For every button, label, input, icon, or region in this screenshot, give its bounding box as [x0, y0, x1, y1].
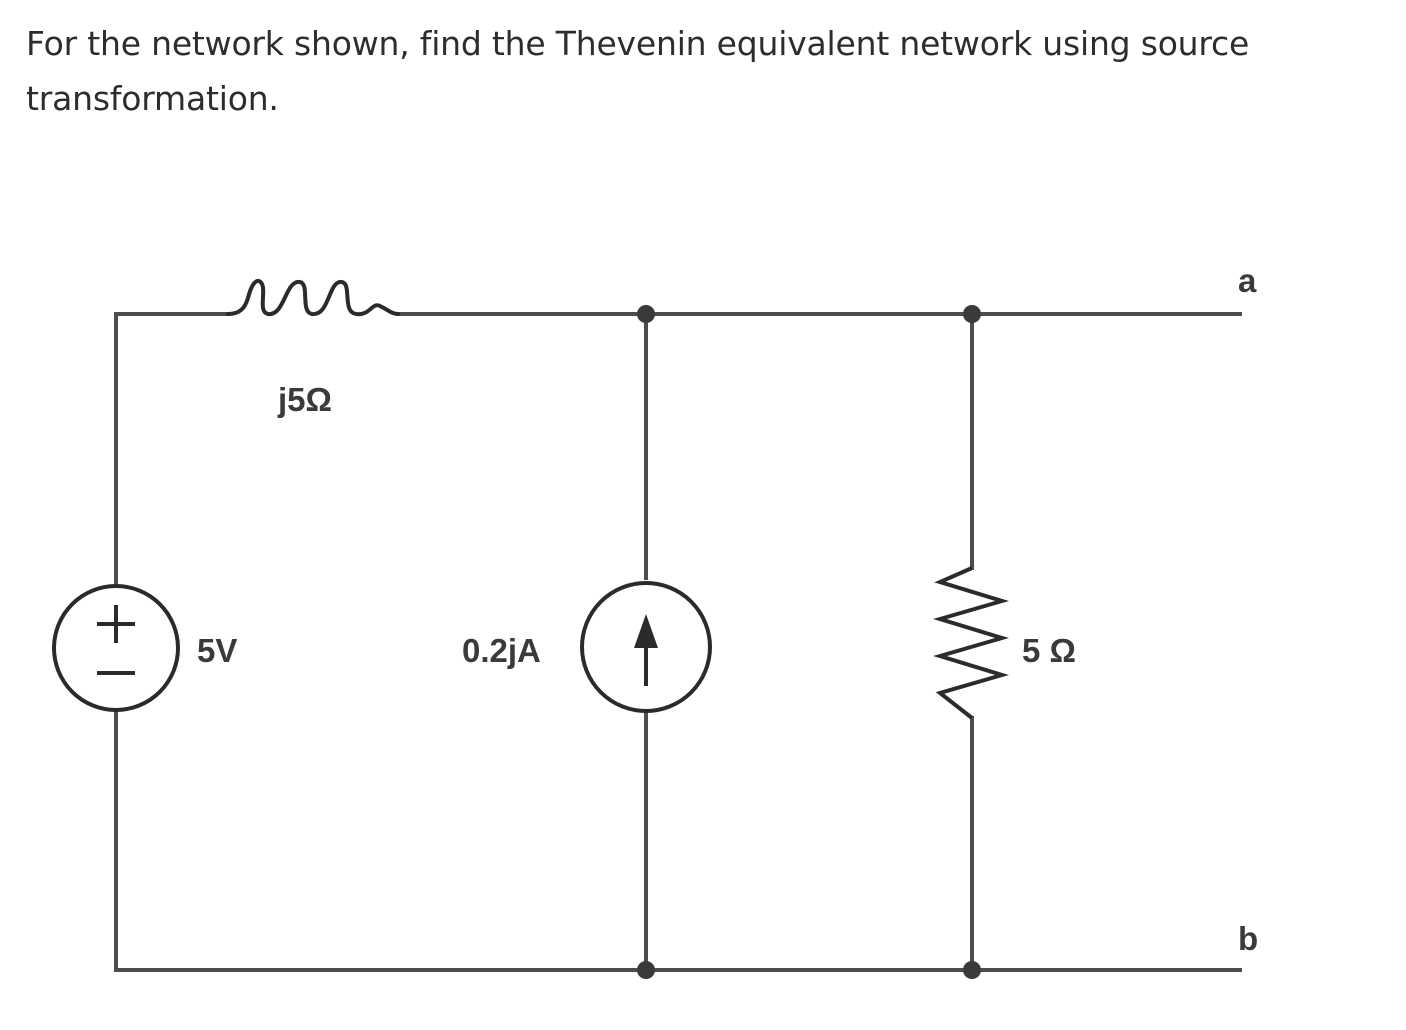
- question-text: For the network shown, find the Thevenin…: [26, 24, 1250, 118]
- node-top-right: [963, 305, 981, 323]
- terminal-b-label: b: [1238, 920, 1258, 957]
- terminal-a-label: a: [1238, 262, 1257, 299]
- inductor-label: j5Ω: [277, 381, 332, 418]
- node-bottom-middle: [637, 961, 655, 979]
- resistor-label: 5 Ω: [1022, 632, 1076, 669]
- current-source: [580, 581, 712, 713]
- voltage-source-label: 5V: [197, 632, 237, 669]
- inductor-symbol: [226, 278, 400, 317]
- voltage-source: [52, 584, 180, 712]
- current-source-label: 0.2jA: [462, 632, 541, 669]
- node-top-middle: [637, 305, 655, 323]
- node-bottom-right: [963, 961, 981, 979]
- resistor-symbol: [933, 566, 1009, 720]
